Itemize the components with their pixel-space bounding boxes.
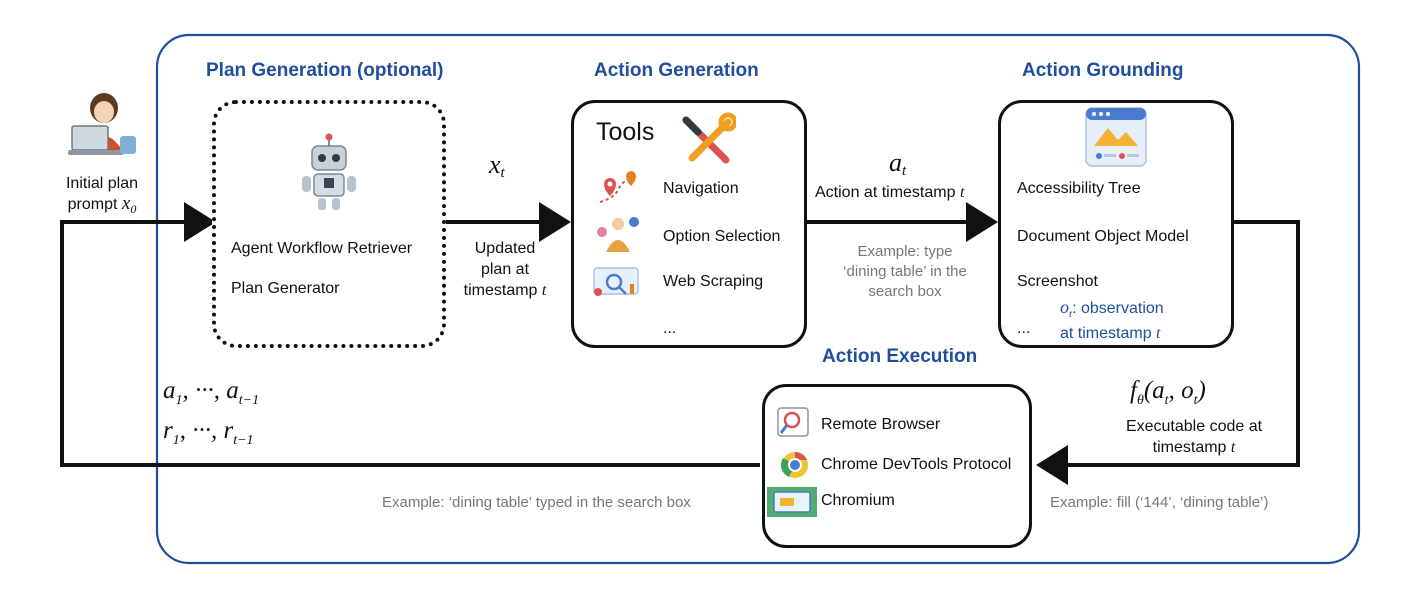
example-fill-label: Example: fill (‘144’, ‘dining table’) — [1050, 494, 1269, 511]
execution-chrome-devtools-protocol: Chrome DevTools Protocol — [821, 456, 1012, 473]
web-scraping-icon — [586, 262, 646, 307]
executable-code-timestamp: timestamp — [1152, 439, 1231, 456]
history-r-mid: , ···, r — [179, 417, 234, 444]
remote-browser-icon — [776, 406, 812, 445]
robot-icon — [296, 132, 362, 217]
outer-frame — [155, 33, 1361, 565]
observation-timestamp: at timestamp — [1060, 325, 1157, 343]
at-var: a — [889, 148, 902, 177]
example-type-line3: search box — [868, 283, 942, 300]
updated-plan-timestamp: timestamp — [463, 282, 542, 299]
history-rewards-label: r1, ···, rt−1 — [163, 416, 254, 449]
execution-chromium: Chromium — [821, 492, 895, 509]
history-a-sub2: t−1 — [238, 393, 260, 408]
observation-line2: at timestamp t — [1060, 324, 1164, 344]
observation-label: ot: observation at timestamp t — [1060, 297, 1164, 344]
initial-plan-prefix: prompt — [67, 196, 122, 213]
option-selection-icon — [594, 214, 640, 259]
chromium-icon — [766, 486, 818, 523]
action-execution-title: Action Execution — [822, 346, 978, 367]
tool-more: ... — [663, 320, 677, 337]
plan-item-plan-generator: Plan Generator — [231, 280, 340, 297]
tools-label: Tools — [596, 118, 655, 146]
history-actions-label: a1, ···, at−1 — [163, 376, 259, 409]
f-sub: θ — [1136, 393, 1144, 408]
grounding-document-object-model: Document Object Model — [1017, 228, 1189, 245]
xt-label: xt — [489, 150, 505, 182]
observation-t: t — [1156, 325, 1161, 343]
grounding-to-execution-arrow — [1036, 220, 1300, 485]
example-type-line1: Example: type — [857, 243, 953, 260]
observation-text: : observation — [1072, 300, 1164, 317]
history-r-sub2: t−1 — [233, 433, 254, 448]
web-page-icon — [1084, 106, 1148, 173]
plan-generation-title: Plan Generation (optional) — [206, 60, 444, 81]
f-args-close: ) — [1197, 377, 1206, 404]
plan-item-agent-workflow-retriever: Agent Workflow Retriever — [231, 240, 413, 257]
executable-code-line1: Executable code at — [1125, 418, 1263, 435]
updated-plan-line1: Updated — [474, 240, 536, 257]
ot-var: o — [1060, 297, 1069, 317]
f-var: f — [1130, 377, 1137, 404]
updated-plan-line3: timestamp t — [450, 280, 560, 301]
history-a-sub1: 1 — [175, 393, 183, 408]
f-theta-label: fθ(at, ot) — [1130, 376, 1206, 409]
action-grounding-title: Action Grounding — [1022, 60, 1184, 81]
initial-plan-line1: Initial plan — [65, 175, 139, 192]
executable-code-label: Executable code at timestamp t — [1094, 416, 1294, 458]
at-label: at — [889, 148, 906, 180]
example-typed-label: Example: ‘dining table’ typed in the sea… — [382, 494, 691, 511]
user-laptop-icon — [64, 88, 140, 165]
tool-option-selection: Option Selection — [663, 228, 781, 245]
tools-icon — [678, 112, 738, 173]
history-r-var: r — [163, 417, 173, 444]
executable-code-line2: timestamp t — [1094, 437, 1294, 458]
initial-plan-line2: prompt x0 — [52, 194, 152, 219]
execution-remote-browser: Remote Browser — [821, 416, 941, 433]
x0-sub: 0 — [130, 202, 137, 217]
updated-plan-line2: plan at — [480, 261, 530, 278]
xt-sub: t — [500, 165, 505, 182]
ot-sub: t — [1069, 308, 1073, 321]
action-generation-title: Action Generation — [594, 60, 759, 81]
grounding-screenshot: Screenshot — [1017, 273, 1098, 290]
f-args-mid: , o — [1168, 377, 1194, 404]
tool-web-scraping: Web Scraping — [663, 273, 764, 290]
f-args-open: (a — [1143, 377, 1165, 404]
tool-navigation: Navigation — [663, 180, 739, 197]
grounding-accessibility-tree: Accessibility Tree — [1017, 180, 1141, 197]
action-at-t: t — [959, 184, 965, 201]
at-sub: t — [902, 163, 907, 180]
updated-plan-label: Updated plan at timestamp t — [450, 238, 560, 301]
executable-code-t: t — [1230, 439, 1236, 456]
observation-line1: ot: observation — [1060, 297, 1164, 324]
grounding-more: ... — [1017, 320, 1031, 337]
chrome-devtools-icon — [778, 448, 812, 487]
example-type-label: Example: type ‘dining table’ in the sear… — [820, 242, 990, 302]
action-generation-box — [571, 100, 807, 348]
history-a-mid: , ···, a — [182, 377, 239, 404]
feedback-loop-line — [60, 202, 760, 467]
f-args-sub2: t — [1193, 393, 1198, 408]
action-at-timestamp-label: Action at timestamp t — [815, 184, 964, 202]
action-at-text: Action at timestamp — [815, 184, 960, 201]
history-r-sub1: 1 — [172, 433, 180, 448]
x0-var: x — [121, 193, 131, 214]
xt-var: x — [489, 150, 501, 179]
updated-plan-t: t — [541, 282, 547, 299]
initial-plan-label: Initial plan prompt x0 — [52, 174, 152, 219]
example-type-line2: ‘dining table’ in the — [843, 263, 967, 280]
f-args-sub1: t — [1164, 393, 1169, 408]
navigation-icon — [594, 170, 640, 213]
history-a-var: a — [163, 377, 176, 404]
